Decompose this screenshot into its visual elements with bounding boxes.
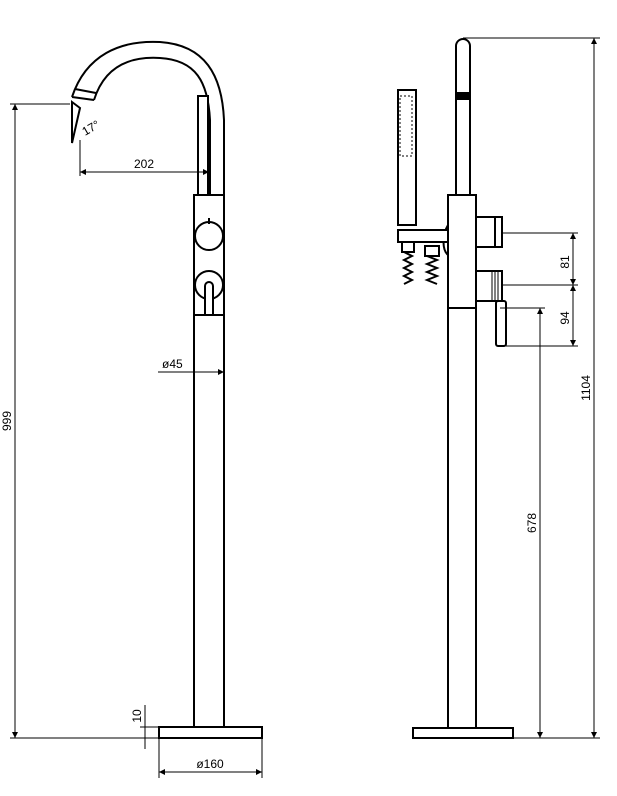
side-dimensions: 1104 81 94 678 [463,37,600,739]
shower-holder [397,229,449,243]
spout-tip-line-1 [71,96,95,101]
dim-outlet-height: 678 [525,513,539,533]
diverter-knob [194,221,224,251]
spout-aerator-ring [456,92,470,100]
hose-spring-left [401,251,415,285]
hose-spring-right [424,255,440,285]
dim-spout-reach: 202 [134,157,154,171]
hose-connector-left [401,241,415,253]
side-column [447,307,477,729]
front-view [71,40,263,739]
side-body [447,194,477,309]
upper-outlet [475,216,503,248]
spout-aerator [71,100,82,144]
side-floor-base [412,727,514,739]
dim-spout-height: 999 [0,411,14,431]
spout-outer [71,40,225,195]
spout-tip-line-2 [74,88,97,94]
dim-upper-offset: 81 [558,255,572,269]
hand-shower-front [197,95,209,197]
side-lever [495,300,507,347]
dim-base-thickness: 10 [130,709,144,723]
lower-outlet-thread [491,271,499,301]
hose-connector-right [424,245,440,257]
dim-total-height: 1104 [579,375,593,401]
dim-spout-angle: 17° [80,117,103,138]
dim-body-diameter: ø45 [162,357,183,371]
spout-inner [93,56,211,195]
dim-base-diameter: ø160 [196,757,224,771]
spout-riser [455,38,471,196]
side-view [397,38,514,739]
dim-lower-offset: 94 [558,311,572,325]
floor-base [158,726,263,739]
hand-shower-handle [397,89,417,226]
hand-shower-head-face [399,95,413,157]
column [193,314,225,728]
